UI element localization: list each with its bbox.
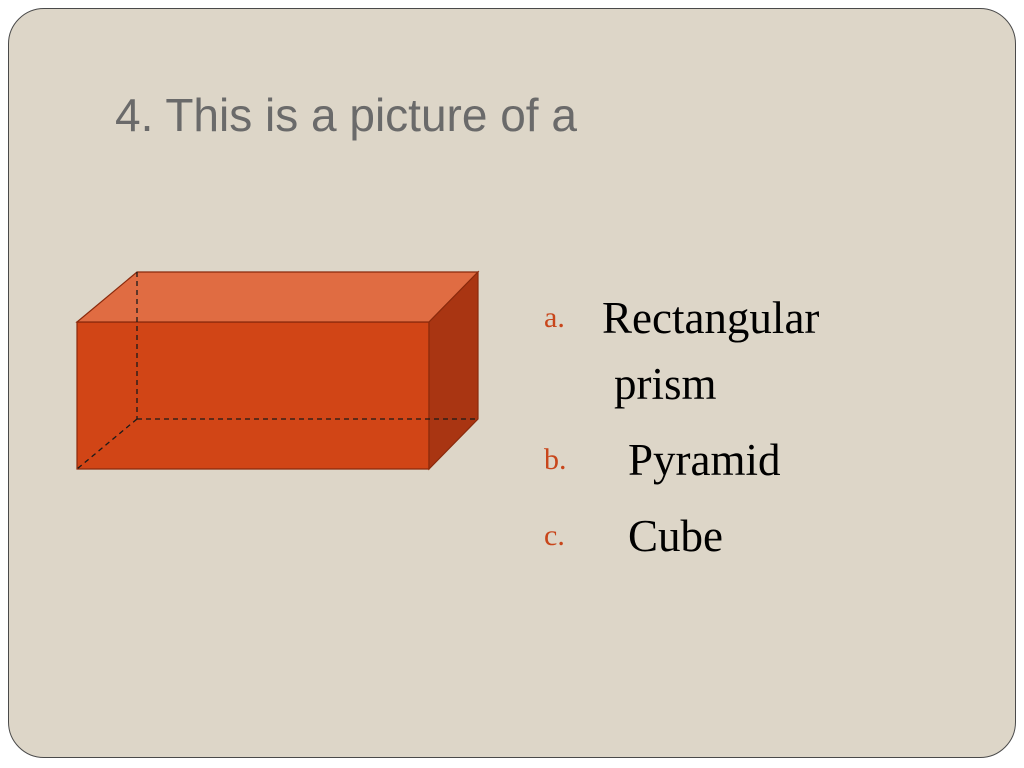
answer-option-c[interactable]: c. Cube bbox=[544, 503, 904, 569]
option-text: Rectangular prism bbox=[602, 293, 820, 409]
prism-top-face bbox=[75, 271, 480, 323]
prism-front-face bbox=[76, 321, 430, 470]
prism-side-face bbox=[428, 270, 479, 471]
prism-hidden-edges bbox=[76, 272, 478, 470]
answer-option-a[interactable]: a. Rectangular prism bbox=[544, 285, 904, 417]
answer-options: a. Rectangular prism b. Pyramid c. Cube bbox=[544, 285, 904, 579]
answer-option-b[interactable]: b. Pyramid bbox=[544, 427, 904, 493]
slide: 4. This is a picture of a a. Rectangular… bbox=[8, 8, 1016, 758]
option-text: Pyramid bbox=[628, 435, 781, 485]
option-marker: a. bbox=[544, 301, 565, 334]
option-text: Cube bbox=[628, 511, 723, 561]
slide-title: 4. This is a picture of a bbox=[115, 89, 577, 141]
option-marker: c. bbox=[544, 519, 565, 552]
rectangular-prism-illustration bbox=[75, 270, 480, 471]
option-marker: b. bbox=[544, 443, 567, 476]
